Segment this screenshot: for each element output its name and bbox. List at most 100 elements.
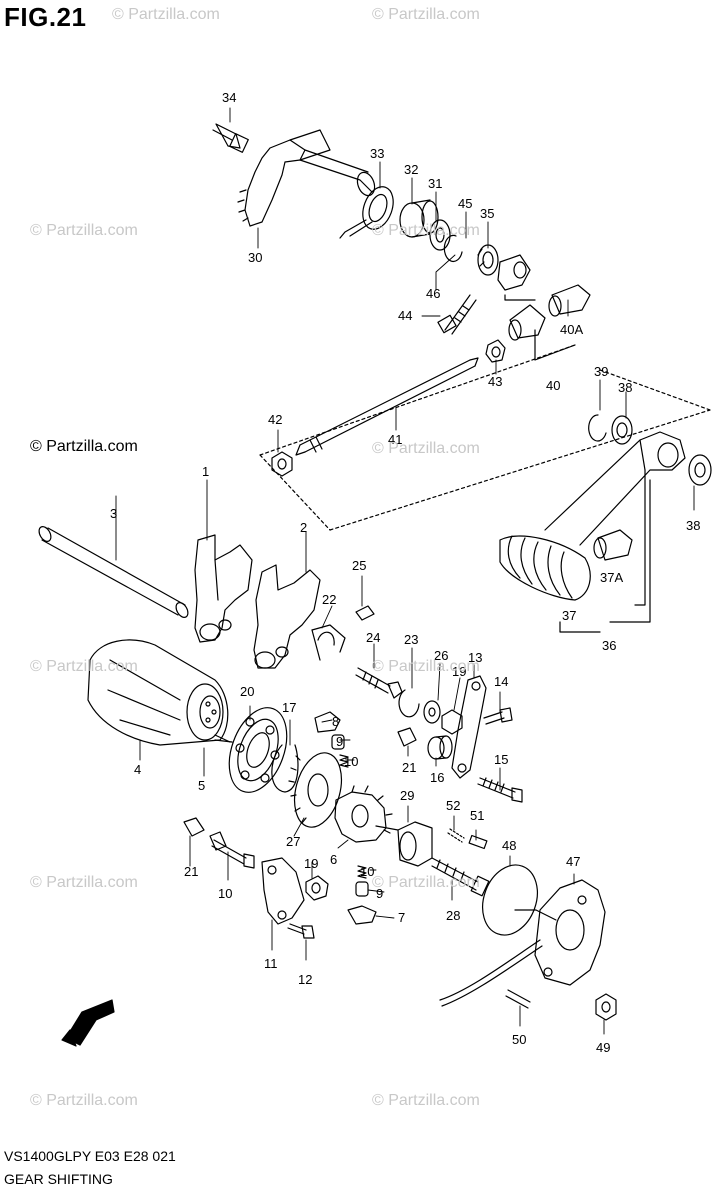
part-number-label: 9 xyxy=(376,886,383,901)
part-17-circlip xyxy=(271,744,299,793)
part-37A-peg xyxy=(593,529,633,561)
part-number-label: 10 xyxy=(344,754,358,769)
part-15-bolt xyxy=(477,777,523,803)
part-number-label: 7 xyxy=(398,910,405,925)
part-42-nut xyxy=(271,451,293,477)
part-number-label: 20 xyxy=(240,684,254,699)
part-number-label: 9 xyxy=(336,734,343,749)
part-2-shift-fork xyxy=(253,564,321,669)
part-10-spring xyxy=(339,754,349,768)
part-34-bolt xyxy=(212,123,249,153)
part-number-label: 29 xyxy=(400,788,414,803)
part-number-label: 49 xyxy=(596,1040,610,1055)
part-28-bolt xyxy=(431,857,490,897)
part-number-label: 45 xyxy=(458,196,472,211)
part-5-pin xyxy=(214,739,233,743)
part-47-cover xyxy=(439,879,606,1007)
part-8-pawl xyxy=(314,711,341,733)
faint-watermark: © Partzilla.com xyxy=(30,874,138,891)
faint-watermark: © Partzilla.com xyxy=(372,874,480,891)
part-39-circlip xyxy=(588,414,607,442)
part-number-label: 44 xyxy=(398,308,412,323)
part-number-label: 48 xyxy=(502,838,516,853)
part-number-label: 32 xyxy=(404,162,418,177)
part-9-pin xyxy=(331,734,345,750)
part-22-return-spring xyxy=(311,624,346,661)
part-26-washer xyxy=(423,700,441,724)
part-25-washer xyxy=(355,605,375,621)
part-number-label: 11 xyxy=(264,956,278,971)
faint-watermark: © Partzilla.com xyxy=(372,440,480,457)
part-40-rod-end-left xyxy=(508,304,546,341)
part-number-label: 8 xyxy=(332,714,339,729)
faint-watermark: © Partzilla.com xyxy=(30,1092,138,1109)
part-36-gearshift-lever xyxy=(544,431,686,546)
part-3-shift-fork-shaft xyxy=(38,526,189,618)
faint-watermark: © Partzilla.com xyxy=(30,222,138,239)
part-19-nut xyxy=(441,709,463,735)
part-10-spring-lower xyxy=(357,865,367,879)
part-number-label: 34 xyxy=(222,90,236,105)
part-number-label: 42 xyxy=(268,412,282,427)
part-38-washer-right xyxy=(688,454,712,486)
part-number-label: 33 xyxy=(370,146,384,161)
part-46-joint xyxy=(497,254,531,291)
part-number-label: 30 xyxy=(248,250,262,265)
part-number-label: 26 xyxy=(434,648,448,663)
part-number-label: 40A xyxy=(560,322,583,337)
faint-watermark: © Partzilla.com xyxy=(372,6,480,23)
part-number-label: 37A xyxy=(600,570,623,585)
part-number-label: 38 xyxy=(686,518,700,533)
part-number-label: 12 xyxy=(298,972,312,987)
part-number-label: 40 xyxy=(546,378,560,393)
part-number-label: 52 xyxy=(446,798,460,813)
part-number-label: 37 xyxy=(562,608,576,623)
part-12-bolt xyxy=(287,923,315,939)
part-24-adjuster-bolt xyxy=(355,667,403,699)
part-41-gearshift-rod xyxy=(259,344,576,531)
part-number-label: 14 xyxy=(494,674,508,689)
part-number-label: 21 xyxy=(184,864,198,879)
part-number-label: 16 xyxy=(430,770,444,785)
faint-watermark: © Partzilla.com xyxy=(372,222,480,239)
part-number-label: 38 xyxy=(618,380,632,395)
part-number-label: 19 xyxy=(452,664,466,679)
part-35-oil-seal xyxy=(477,244,499,276)
part-number-label: 17 xyxy=(282,700,296,715)
part-11-stopper-plate xyxy=(261,857,305,925)
faint-watermark: © Partzilla.com xyxy=(112,6,220,23)
faint-watermark: © Partzilla.com xyxy=(372,1092,480,1109)
part-number-label: 47 xyxy=(566,854,580,869)
part-27-cam-driven-gear xyxy=(288,752,343,828)
part-10-bolt-lower xyxy=(209,831,255,869)
faint-watermark: © Partzilla.com xyxy=(372,658,480,675)
part-number-label: 10 xyxy=(360,864,374,879)
part-number-label: 35 xyxy=(480,206,494,221)
part-37-rubber-grip xyxy=(499,535,591,601)
part-36-37-leader xyxy=(559,469,651,633)
part-number-label: 6 xyxy=(330,852,337,867)
part-number-label: 27 xyxy=(286,834,300,849)
part-14-bolt xyxy=(483,707,513,725)
part-6-cam-guide xyxy=(334,785,393,843)
part-number-label: 28 xyxy=(446,908,460,923)
part-52-pin xyxy=(447,828,465,843)
part-13-gearshift-lever xyxy=(451,675,487,779)
part-number-label: 41 xyxy=(388,432,402,447)
part-number-label: 1 xyxy=(202,464,209,479)
rod-bracket-box xyxy=(329,369,711,531)
part-9-pin-lower xyxy=(355,881,369,897)
part-number-label: 15 xyxy=(494,752,508,767)
part-number-label: 24 xyxy=(366,630,380,645)
part-number-label: 31 xyxy=(428,176,442,191)
part-44-bolt xyxy=(437,294,477,335)
part-16-bushing xyxy=(427,735,453,760)
fwd-arrow-icon xyxy=(61,999,115,1047)
part-20-bearing xyxy=(228,707,288,793)
part-number-label: 5 xyxy=(198,778,205,793)
model-code: VS1400GLPY E03 E28 021 xyxy=(4,1148,176,1164)
part-48-gasket xyxy=(482,864,538,936)
